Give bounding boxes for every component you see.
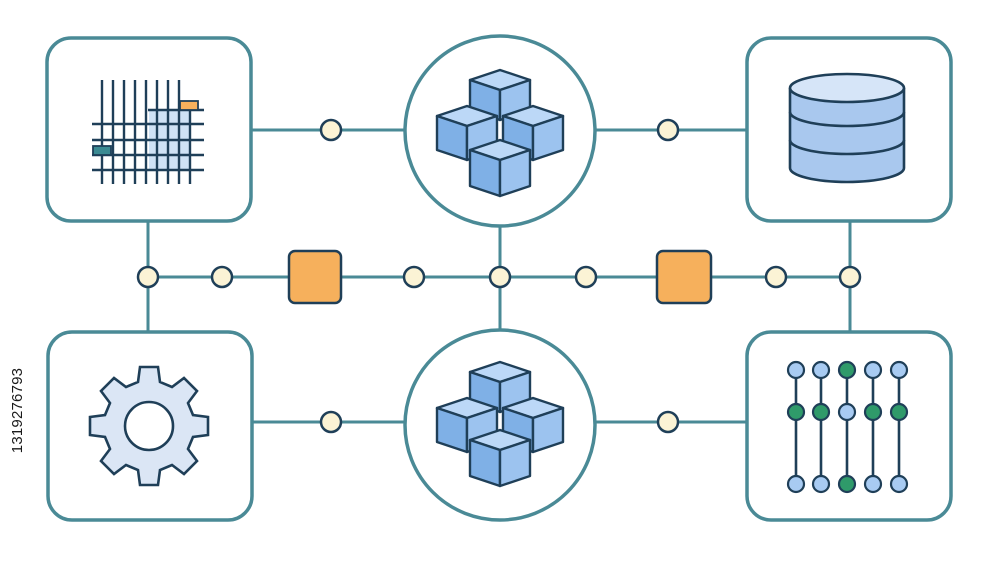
stock-id-watermark: 1319276793 (4, 310, 32, 510)
connector-dot (656, 410, 680, 434)
connector-dot (402, 265, 426, 289)
stock-id-text: 1319276793 (9, 367, 27, 453)
connector-dot (488, 265, 512, 289)
database-icon (788, 72, 906, 184)
connector-dot (210, 265, 234, 289)
orange-squares (287, 249, 713, 305)
connector-dot (764, 265, 788, 289)
grid-chart-icon (92, 80, 204, 184)
orange-square-right (655, 249, 713, 305)
connector-dot (136, 265, 160, 289)
connector-dot (319, 410, 343, 434)
orange-square-left (287, 249, 343, 305)
connector-dots (136, 118, 862, 434)
connector-dot (574, 265, 598, 289)
node-cubes-top-frame (403, 34, 597, 228)
cubes-icon (435, 360, 565, 488)
node-cubes-bottom-frame (403, 328, 597, 522)
slider-matrix-icon (786, 360, 909, 494)
connector-dot (319, 118, 343, 142)
gear-icon (88, 365, 210, 487)
cubes-icon (435, 68, 565, 198)
connector-dot (838, 265, 862, 289)
connector-dot (656, 118, 680, 142)
